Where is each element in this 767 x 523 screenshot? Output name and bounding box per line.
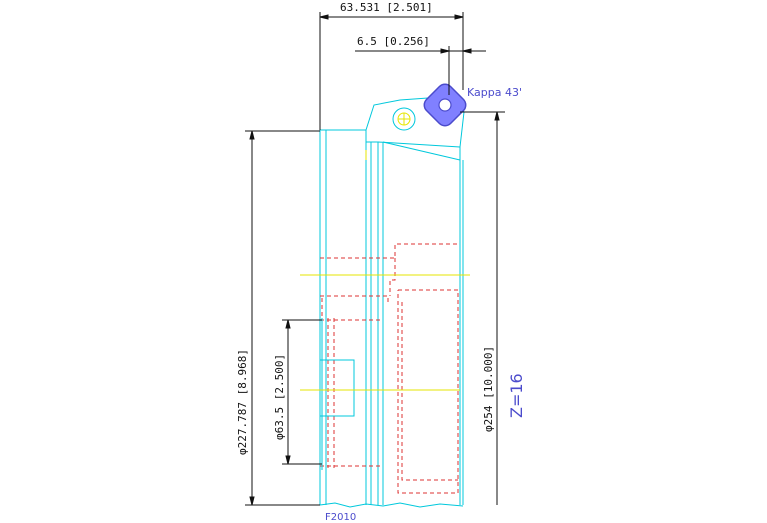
overall-length-label: 63.531 [2.501] bbox=[340, 1, 433, 14]
part-number-label: F2010 bbox=[325, 512, 356, 523]
square-insert-icon bbox=[423, 83, 467, 127]
keyway-slot bbox=[320, 318, 355, 470]
teeth-count-label: Z=16 bbox=[507, 373, 526, 418]
centerlines bbox=[300, 150, 470, 391]
kappa-label: Kappa 43' bbox=[467, 86, 522, 99]
insert-offset-label: 6.5 [0.256] bbox=[357, 35, 430, 48]
cutter-body-outline bbox=[319, 94, 465, 508]
dimension-lines bbox=[245, 12, 505, 506]
height-dimension-label: φ227.787 [8.968] bbox=[236, 349, 249, 455]
cutter-diameter-label: φ254 [10.000] bbox=[482, 346, 495, 432]
clamp-screw-icon bbox=[392, 107, 416, 131]
bore-diameter-label: φ63.5 [2.500] bbox=[273, 354, 286, 440]
